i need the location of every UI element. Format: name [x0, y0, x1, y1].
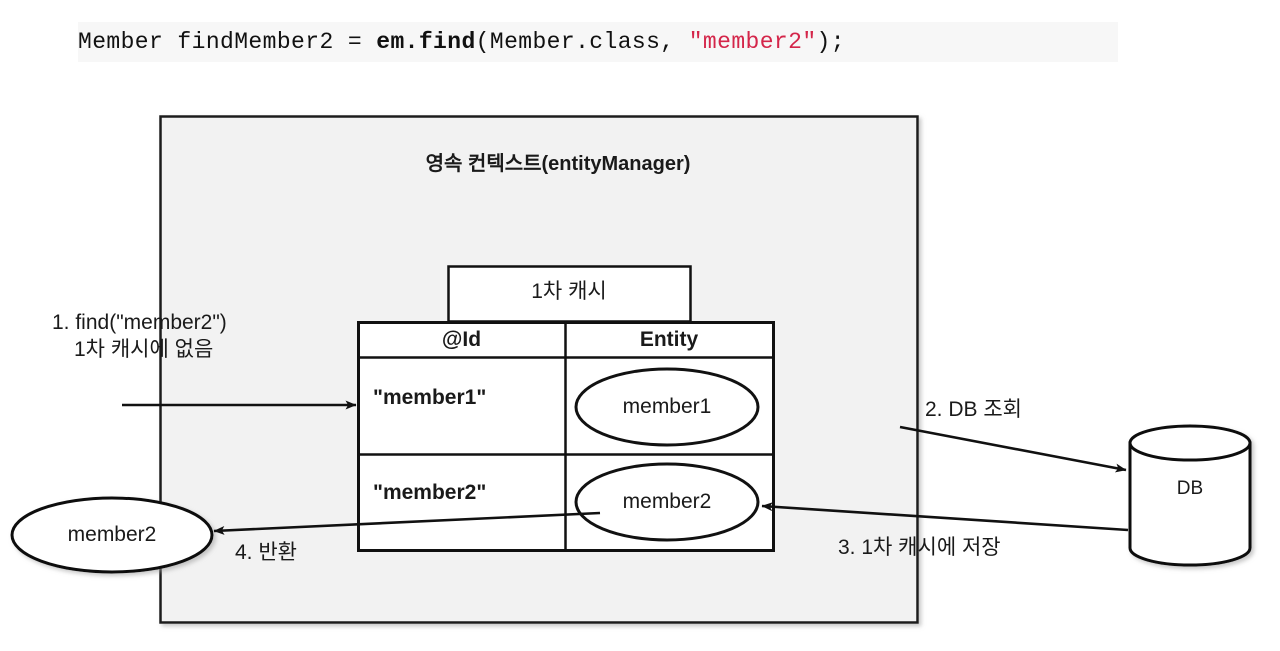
- arrow-step-2-db-query: [899, 425, 1127, 473]
- persistence-context-title: 영속 컨텍스트(entityManager): [425, 153, 691, 175]
- entity-ellipse-member2: [574, 462, 760, 542]
- column-header-entity: Entity: [639, 328, 699, 351]
- cache-row-1-id: "member1": [373, 386, 487, 409]
- column-header-id: @Id: [441, 328, 482, 351]
- returned-entity-label: member2: [67, 523, 157, 546]
- code-part-terminator: );: [816, 29, 845, 55]
- code-part-method: em.find: [376, 29, 476, 55]
- cache-row-2-entity: member2: [622, 490, 712, 513]
- database-label: DB: [1176, 478, 1204, 499]
- code-snippet: Member findMember2 = em.find(Member.clas…: [78, 22, 1118, 62]
- step-1-line-2: 1차 캐시에 없음: [74, 337, 214, 361]
- entity-ellipse-member1: [574, 367, 760, 447]
- cache-row-2-id: "member2": [373, 481, 487, 504]
- arrow-step-4-return: [213, 511, 601, 536]
- step-1-label: 1. find("member2") 1차 캐시에 없음: [52, 310, 227, 364]
- database-cylinder: [1128, 424, 1252, 567]
- step-1-line-1: 1. find("member2"): [52, 311, 227, 334]
- code-part-declaration: Member findMember2 =: [78, 29, 377, 55]
- code-part-args: (Member.class,: [475, 29, 689, 55]
- code-part-string-literal: "member2": [688, 29, 817, 55]
- arrow-step-3-store-cache: [761, 502, 1129, 532]
- cache-row-1-entity: member1: [622, 395, 712, 418]
- first-level-cache-label: 1차 캐시: [531, 280, 607, 303]
- step-2-label: 2. DB 조회: [925, 398, 1022, 421]
- step-4-label: 4. 반환: [235, 541, 297, 564]
- returned-entity-ellipse: [10, 496, 214, 574]
- step-3-label: 3. 1차 캐시에 저장: [838, 536, 1001, 559]
- first-level-cache-tab: [447, 265, 692, 323]
